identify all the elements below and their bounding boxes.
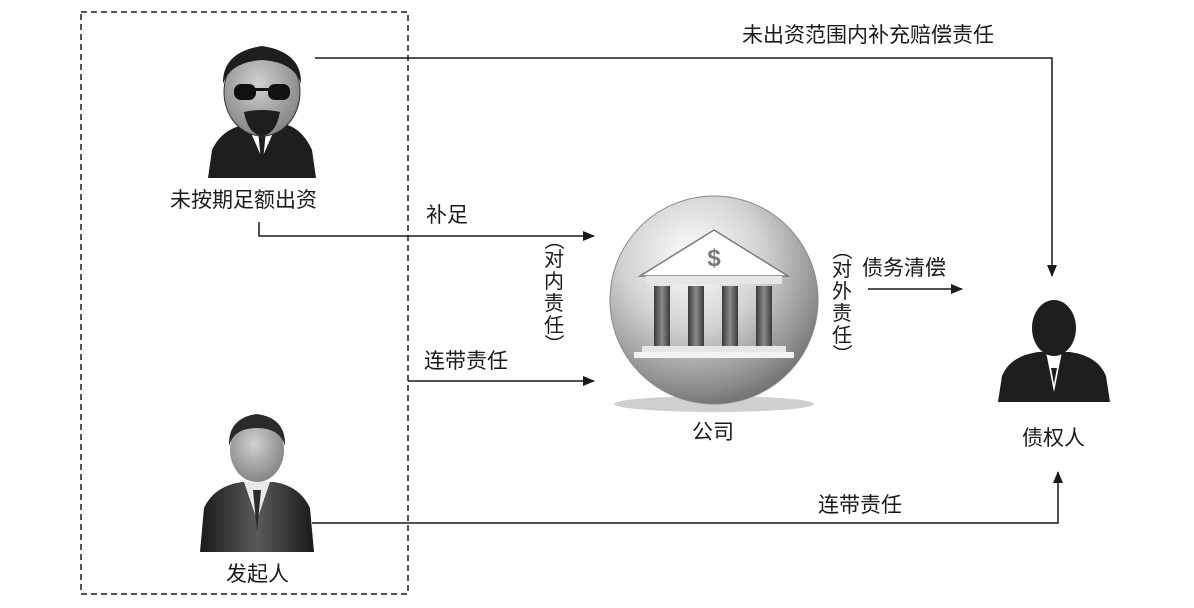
internal-responsibility-char: 内 — [544, 269, 564, 293]
bank-icon: $ — [609, 195, 819, 412]
internal-responsibility-char: 任 — [544, 313, 564, 337]
edge-supplementary-liability — [315, 57, 1057, 277]
businessman-icon — [200, 414, 314, 552]
internal-responsibility-label: （ 对 内 责 任 ） — [541, 230, 567, 354]
internal-responsibility-char: 责 — [544, 291, 564, 315]
internal-responsibility-open-paren: （ — [542, 230, 566, 250]
external-responsibility-label: （ 对 外 责 任 ） — [829, 240, 855, 364]
edge-promoter-joint — [312, 471, 1063, 524]
person-sunglasses-icon — [208, 46, 316, 178]
creditor-label: 债权人 — [1022, 426, 1085, 450]
external-responsibility-char: 任 — [832, 323, 852, 347]
shareholder-label: 未按期足额出资 — [170, 188, 317, 212]
external-payment-label: 债务清偿 — [862, 256, 946, 280]
external-responsibility-open-paren: （ — [830, 240, 854, 260]
person-silhouette-icon — [998, 300, 1110, 402]
external-responsibility-char: 外 — [832, 279, 852, 303]
supplement-label: 补足 — [426, 203, 468, 227]
external-responsibility-close-paren: ） — [830, 344, 854, 364]
svg-text:$: $ — [707, 245, 721, 272]
external-responsibility-char: 对 — [832, 257, 852, 281]
edge-supplement — [258, 222, 595, 241]
shareholder-group-boundary — [80, 11, 409, 595]
external-responsibility-char: 责 — [832, 301, 852, 325]
supplementary-liability-label: 未出资范围内补充赔偿责任 — [742, 23, 994, 47]
internal-joint-label: 连带责任 — [424, 349, 508, 373]
company-label: 公司 — [692, 420, 734, 444]
promoter-label: 发起人 — [226, 562, 289, 586]
internal-responsibility-char: 对 — [544, 247, 564, 271]
internal-responsibility-close-paren: ） — [542, 334, 566, 354]
promoter-joint-label: 连带责任 — [818, 493, 902, 517]
